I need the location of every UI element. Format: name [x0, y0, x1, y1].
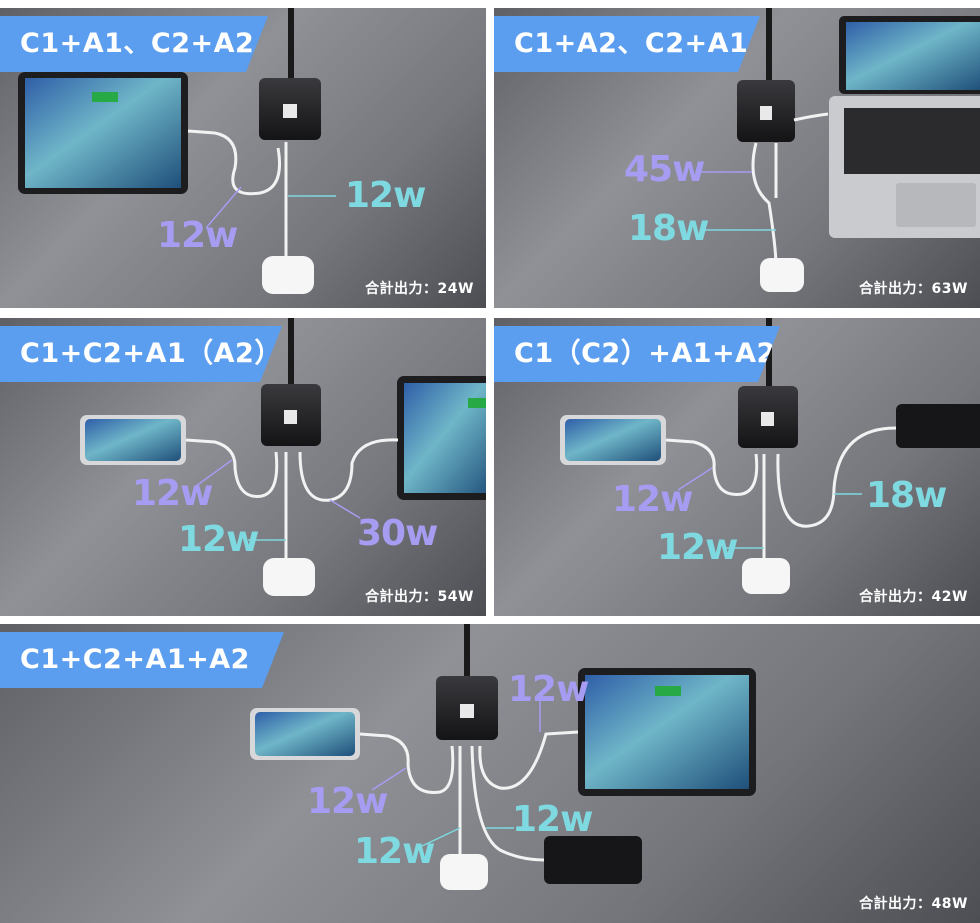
panel-3-watt-3: 30w: [357, 513, 438, 554]
panel-1-scene: [18, 8, 336, 294]
earbuds-case-icon: [263, 558, 315, 596]
tablet-icon: [397, 376, 486, 500]
panel-5-watt-4: 12w: [508, 669, 589, 710]
panel-5-watt-2: 12w: [354, 831, 435, 872]
panel-1-watt-2: 12w: [157, 215, 238, 256]
panel-5-watt-3: 12w: [512, 799, 593, 840]
smartphone-icon: [80, 415, 186, 465]
panel-2-watt-1: 45w: [624, 149, 705, 190]
power-bank-icon: [896, 404, 980, 448]
panel-2-watt-2: 18w: [628, 208, 709, 249]
usb-hub-icon: [737, 80, 795, 142]
panel-2-total: 合計出力：63W: [859, 281, 968, 297]
panel-4: C1（C2）+A1+A2 12w 12w 18w 合計出力：42W: [494, 318, 980, 616]
panel-5-scene: [250, 624, 756, 890]
panel-2: C1+A2、C2+A1 45w 18w 合計出力：63W: [494, 8, 980, 308]
panel-1-watt-1: 12w: [345, 175, 426, 216]
panel-4-watt-1: 12w: [612, 479, 693, 520]
usb-hub-icon: [259, 78, 321, 140]
panel-4-scene: [560, 318, 980, 594]
panel-3-scene: [80, 318, 486, 596]
panel-5-total: 合計出力：48W: [859, 896, 968, 912]
panel-3-watt-1: 12w: [132, 473, 213, 514]
panel-5-title: C1+C2+A1+A2: [0, 632, 284, 688]
panel-3-title: C1+C2+A1（A2）: [0, 326, 282, 382]
panel-3-watt-2: 12w: [178, 519, 259, 560]
panel-1-title: C1+A1、C2+A2: [0, 16, 268, 72]
panel-2-scene: [700, 8, 980, 292]
panel-2-title: C1+A2、C2+A1: [494, 16, 760, 72]
tablet-icon: [578, 668, 756, 796]
smartphone-icon: [560, 415, 666, 465]
smartphone-icon: [250, 708, 360, 760]
earbuds-case-icon: [760, 258, 804, 292]
power-bank-icon: [544, 836, 642, 884]
earbuds-case-icon: [440, 854, 488, 890]
panel-3-total: 合計出力：54W: [365, 589, 474, 605]
panel-4-total: 合計出力：42W: [859, 589, 968, 605]
usb-hub-icon: [436, 676, 498, 740]
panel-1: C1+A1、C2+A2 12w 12w 合計出力：24W: [0, 8, 486, 308]
usb-hub-icon: [738, 386, 798, 448]
panel-4-watt-3: 18w: [866, 475, 947, 516]
tablet-icon: [18, 72, 188, 194]
panel-5-watt-1: 12w: [307, 781, 388, 822]
panel-1-total: 合計出力：24W: [365, 281, 474, 297]
panel-3: C1+C2+A1（A2） 12w 12w 30w 合計出力：54W: [0, 318, 486, 616]
panel-4-title: C1（C2）+A1+A2: [494, 326, 780, 382]
panel-4-watt-2: 12w: [657, 527, 738, 568]
earbuds-case-icon: [742, 558, 790, 594]
panel-5: C1+C2+A1+A2 12w 12w 12w 12w 合計出力：48W: [0, 624, 980, 923]
laptop-icon: [829, 16, 980, 238]
earbuds-case-icon: [262, 256, 314, 294]
usb-hub-icon: [261, 384, 321, 446]
